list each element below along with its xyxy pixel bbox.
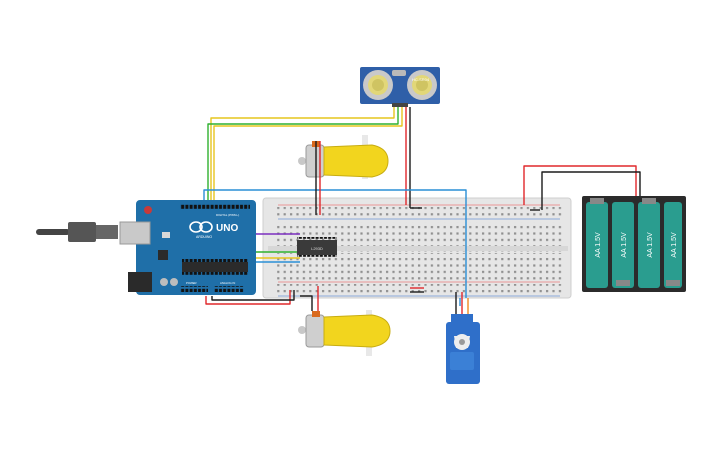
battery-cell-3-label: AA 1.5V (647, 232, 654, 258)
battery-cell-3: AA 1.5V (638, 198, 660, 288)
ultrasonic-sensor[interactable]: HC-SR04 (360, 67, 440, 107)
battery-cell-2: AA 1.5V (612, 202, 634, 288)
dc-motor-top[interactable] (298, 135, 389, 179)
power-header-label: POWER (186, 281, 197, 285)
dc-motor-bottom[interactable] (298, 310, 391, 356)
analog-header-label: ANALOG IN (220, 281, 235, 285)
arduino-model-label: UNO (216, 223, 238, 234)
digital-header-label: DIGITAL (PWM~) (216, 213, 239, 217)
servo-motor[interactable] (446, 314, 480, 384)
battery-cell-2-label: AA 1.5V (621, 232, 628, 258)
motor-driver-chip[interactable]: L293D (297, 237, 337, 258)
battery-cell-1-label: AA 1.5V (595, 232, 602, 258)
battery-pack[interactable]: AA 1.5V AA 1.5V AA 1.5V AA 1.5V (582, 196, 686, 292)
usb-port (119, 221, 151, 245)
motor-driver-label: L293D (311, 246, 323, 251)
usb-cable (36, 229, 70, 235)
reset-button[interactable] (144, 206, 152, 214)
battery-cell-4-label: AA 1.5V (671, 232, 678, 258)
power-jack (128, 272, 152, 292)
battery-cell-4: AA 1.5V (664, 202, 682, 288)
arduino-uno-board[interactable]: UNO ARDUINO DIGITAL (PWM~) POWER ANALOG … (36, 200, 256, 295)
ultrasonic-sensor-label: HC-SR04 (412, 77, 430, 82)
arduino-brand-label: ARDUINO (196, 235, 212, 239)
microcontroller-chip (182, 262, 248, 272)
battery-cell-1: AA 1.5V (586, 198, 608, 288)
arduino-logo (189, 221, 213, 233)
